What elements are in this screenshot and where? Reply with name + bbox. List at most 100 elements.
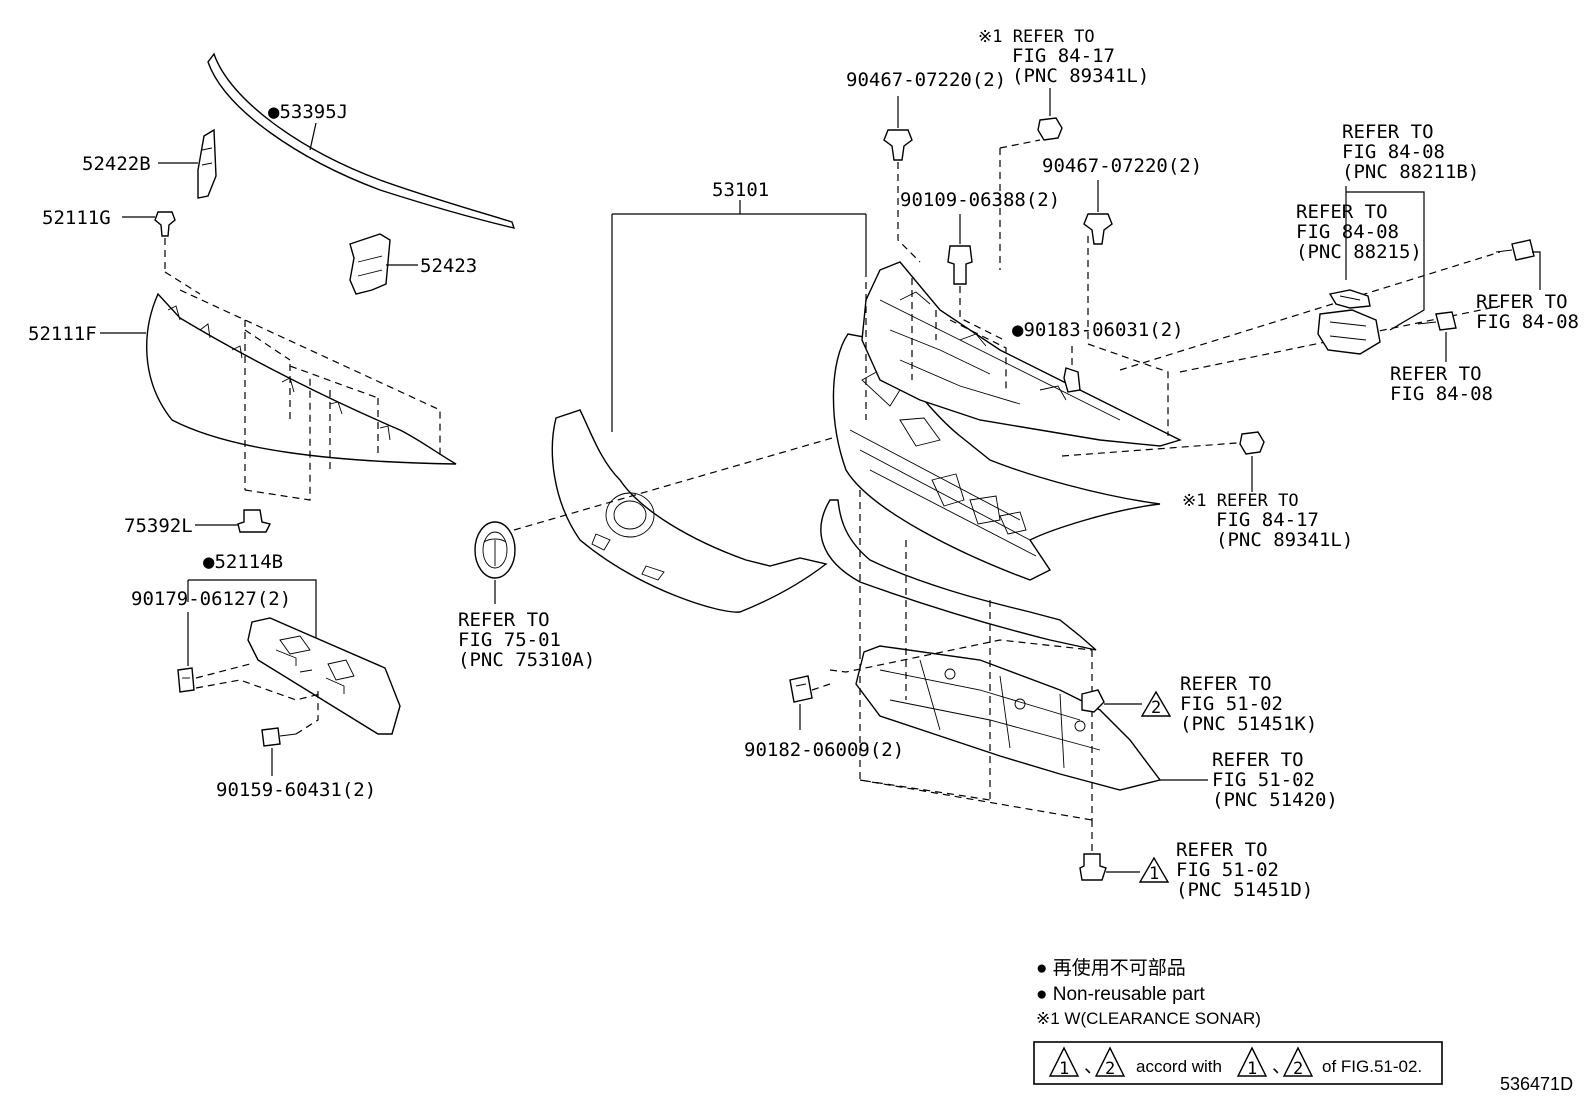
part-52114b-license-bracket	[187, 579, 401, 735]
label-52422b: 52422B	[82, 153, 151, 175]
sonar-sensor-mid: ※1 REFER TO FIG 84-17 (PNC 89341L)	[1182, 431, 1353, 551]
part-engine-undercover	[855, 645, 1162, 791]
sonar-sensor-top: ※1 REFER TO FIG 84-17 (PNC 89341L)	[978, 27, 1149, 141]
label-53395j: ●53395J	[268, 101, 348, 123]
ref-51d-2: FIG 51-02	[1176, 859, 1279, 881]
part-52423-bracket	[349, 233, 418, 295]
part-sensor-bracket	[1317, 289, 1381, 355]
part-bolt-right-a	[1495, 239, 1541, 290]
legend-en: ● Non-reusable part	[1036, 984, 1206, 1005]
legend-tri-1b-num: 1	[1247, 1059, 1257, 1079]
legend-tri-2b-num: 2	[1293, 1059, 1303, 1079]
ref-sonar-mid-1: ※1 REFER TO	[1182, 491, 1299, 511]
diagram-id: 536471D	[1500, 1074, 1573, 1094]
legend-triangle-1a	[1048, 1046, 1080, 1077]
legend-note: ※1 W(CLEARANCE SONAR)	[1036, 1009, 1261, 1028]
triangle-2-mark-k	[1140, 690, 1172, 717]
ref-51420-2: FIG 51-02	[1212, 769, 1315, 791]
part-90182-nut	[789, 675, 831, 730]
ref-51420-1: REFER TO	[1212, 749, 1304, 771]
part-bolt-right-b	[1417, 311, 1457, 362]
label-52111g: 52111G	[42, 207, 111, 229]
ref-88215-1: REFER TO	[1296, 201, 1388, 223]
ref-fig75-2: FIG 75-01	[458, 629, 561, 651]
legend-triangle-2a	[1094, 1046, 1126, 1077]
part-90467-clip-a	[883, 96, 921, 263]
ref-bolt-b-1: REFER TO	[1390, 363, 1482, 385]
label-90467b: 90467-07220(2)	[1042, 155, 1202, 177]
mount-dash-lines	[164, 271, 441, 501]
label-90109: 90109-06388(2)	[900, 189, 1060, 211]
ref-fig75-group: REFER TO FIG 75-01 (PNC 75310A)	[458, 609, 595, 671]
part-90109-bolt	[947, 214, 1005, 341]
ref-88211b-1: REFER TO	[1342, 121, 1434, 143]
ref-sonar-top-3: (PNC 89341L)	[1012, 65, 1149, 87]
ref-51420-3: (PNC 51420)	[1212, 789, 1338, 811]
legend-tri-1a-num: 1	[1059, 1059, 1069, 1079]
part-51451k-clip: 2	[1081, 689, 1172, 718]
part-upper-absorber	[861, 261, 1182, 447]
legend-box	[1033, 1041, 1443, 1085]
part-90467-clip-b	[1083, 180, 1113, 245]
legend-tri-2a-num: 2	[1105, 1059, 1115, 1079]
ref-51k-1: REFER TO	[1180, 673, 1272, 695]
label-52423: 52423	[420, 255, 477, 277]
legend-accord: accord with	[1136, 1057, 1222, 1076]
part-lower-bumper	[820, 499, 1097, 651]
ref-fig51-d-group: REFER TO FIG 51-02 (PNC 51451D)	[1176, 839, 1313, 901]
ref-fig51-420-group: REFER TO FIG 51-02 (PNC 51420)	[1212, 749, 1338, 811]
ref-88215-3: (PNC 88215)	[1296, 241, 1422, 263]
ref-51d-1: REFER TO	[1176, 839, 1268, 861]
label-75392l: 75392L	[124, 515, 193, 537]
ref-sonar-top-2: FIG 84-17	[1012, 45, 1115, 67]
label-90179: 90179-06127(2)	[131, 588, 291, 610]
part-90183-nut	[1063, 346, 1081, 393]
ref-sonar-top-1: ※1 REFER TO	[978, 27, 1095, 47]
part-52422b-bracket	[158, 128, 217, 199]
part-75392l-clip	[195, 509, 272, 533]
label-52111f: 52111F	[28, 323, 97, 345]
legend-end: of FIG.51-02.	[1322, 1057, 1422, 1076]
ref-88211b-3: (PNC 88211B)	[1342, 161, 1479, 183]
ref-51d-3: (PNC 51451D)	[1176, 879, 1313, 901]
ref-bolt-a-1: REFER TO	[1476, 291, 1568, 313]
label-90183: ●90183-06031(2)	[1012, 319, 1184, 341]
ref-bolt-a-2: FIG 84-08	[1476, 311, 1579, 333]
legend-triangle-1b	[1236, 1046, 1268, 1077]
ref-fig84-bolt-a-group: REFER TO FIG 84-08	[1476, 291, 1579, 333]
ref-sonar-mid-3: (PNC 89341L)	[1216, 529, 1353, 551]
legend-triangle-2b	[1282, 1046, 1314, 1077]
legend-jp: ● 再使用不可部品	[1036, 957, 1186, 979]
part-52111f-upper-grille	[100, 292, 457, 465]
label-90182: 90182-06009(2)	[744, 739, 904, 761]
label-53101: 53101	[712, 179, 769, 201]
ref-fig84-bolt-b-group: REFER TO FIG 84-08	[1390, 363, 1493, 405]
part-90179-nut	[177, 612, 321, 701]
label-90467a: 90467-07220(2)	[846, 69, 1006, 91]
part-53101-radiator-grille	[551, 200, 867, 613]
part-51451d-bolt: 1	[1079, 820, 1170, 884]
center-dash-lines	[829, 139, 1501, 821]
ref-88211b-2: FIG 84-08	[1342, 141, 1445, 163]
part-52111g-clip	[122, 211, 176, 272]
ref-fig51-k-group: REFER TO FIG 51-02 (PNC 51451K)	[1180, 673, 1317, 735]
triangle-1-d-num: 1	[1149, 864, 1159, 884]
ref-sonar-mid-2: FIG 84-17	[1216, 509, 1319, 531]
label-52114b: ●52114B	[203, 551, 283, 573]
ref-88215-2: FIG 84-08	[1296, 221, 1399, 243]
triangle-2-k-num: 2	[1151, 698, 1161, 718]
ref-fig75-3: (PNC 75310A)	[458, 649, 595, 671]
ref-bolt-b-2: FIG 84-08	[1390, 383, 1493, 405]
triangle-1-mark-d	[1138, 856, 1170, 883]
label-90159: 90159-60431(2)	[216, 779, 376, 801]
legend: ● 再使用不可部品 ● Non-reusable part ※1 W(CLEAR…	[1033, 957, 1443, 1085]
ref-fig84-88215-group: REFER TO FIG 84-08 (PNC 88215)	[1296, 201, 1422, 263]
ref-51k-2: FIG 51-02	[1180, 693, 1283, 715]
part-90159-bolt	[261, 690, 319, 776]
ref-51k-3: (PNC 51451K)	[1180, 713, 1317, 735]
part-emblem	[474, 429, 861, 604]
ref-fig84-88211b-group: REFER TO FIG 84-08 (PNC 88211B)	[1342, 121, 1479, 331]
part-53395j-moulding	[207, 52, 516, 229]
ref-fig75-1: REFER TO	[458, 609, 550, 631]
